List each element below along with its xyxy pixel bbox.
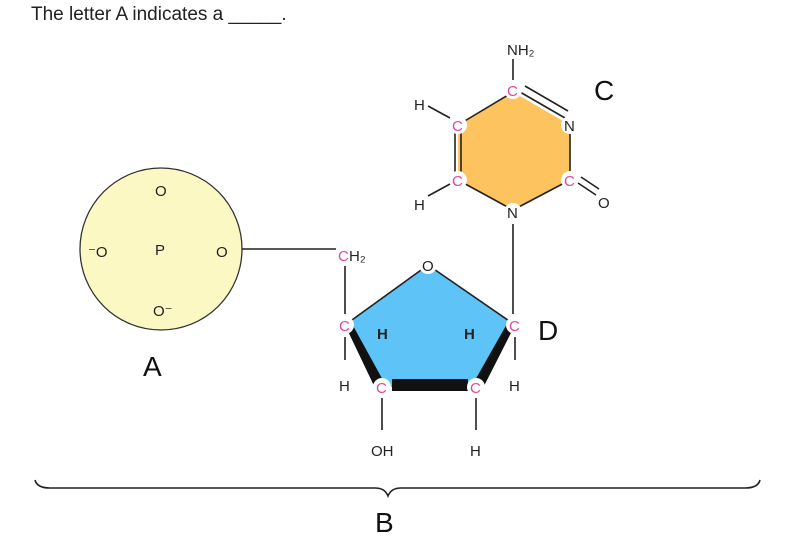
base-c-upper-left: C [452,118,463,135]
c3-carbon: C [376,380,387,397]
h-c4: H [339,378,350,395]
c1-carbon: C [509,318,520,335]
c4-carbon: C [339,318,350,335]
h-upper: H [414,97,425,114]
ch2-carbon: C [338,248,349,265]
h-inner-left: H [377,326,388,343]
h-inner-right: H [464,326,475,343]
base-c-right: C [564,173,575,190]
ring-oxygen: O [422,258,434,275]
label-d: D [538,315,558,346]
base-c-lower-left: C [452,173,463,190]
c2-carbon: C [470,380,481,397]
phosphate-right-o: O [216,244,228,261]
h-lower: H [414,197,425,214]
base-n-right: N [564,118,575,135]
label-c: C [594,75,614,106]
base-o-right: O [598,195,610,212]
amino-group: NH₂ [507,42,535,59]
phosphate-left-o: ⁻O [88,244,108,261]
base-c-top: C [507,83,518,100]
question-text: The letter A indicates a _____. [31,4,287,25]
label-b: B [375,507,394,538]
base-ring [458,92,570,210]
base-n-bottom: N [507,205,518,222]
ch2-hydrogens: H₂ [349,248,366,265]
sugar-ring [345,265,515,387]
phosphate-bottom-o: O⁻ [153,303,173,320]
label-a: A [143,351,162,382]
hydroxyl-group: OH [371,443,394,460]
phosphate-top-o: O [155,183,167,200]
brace [34,479,761,499]
h-c2: H [470,443,481,460]
phosphate-p: P [155,242,165,259]
h-c1: H [509,378,520,395]
